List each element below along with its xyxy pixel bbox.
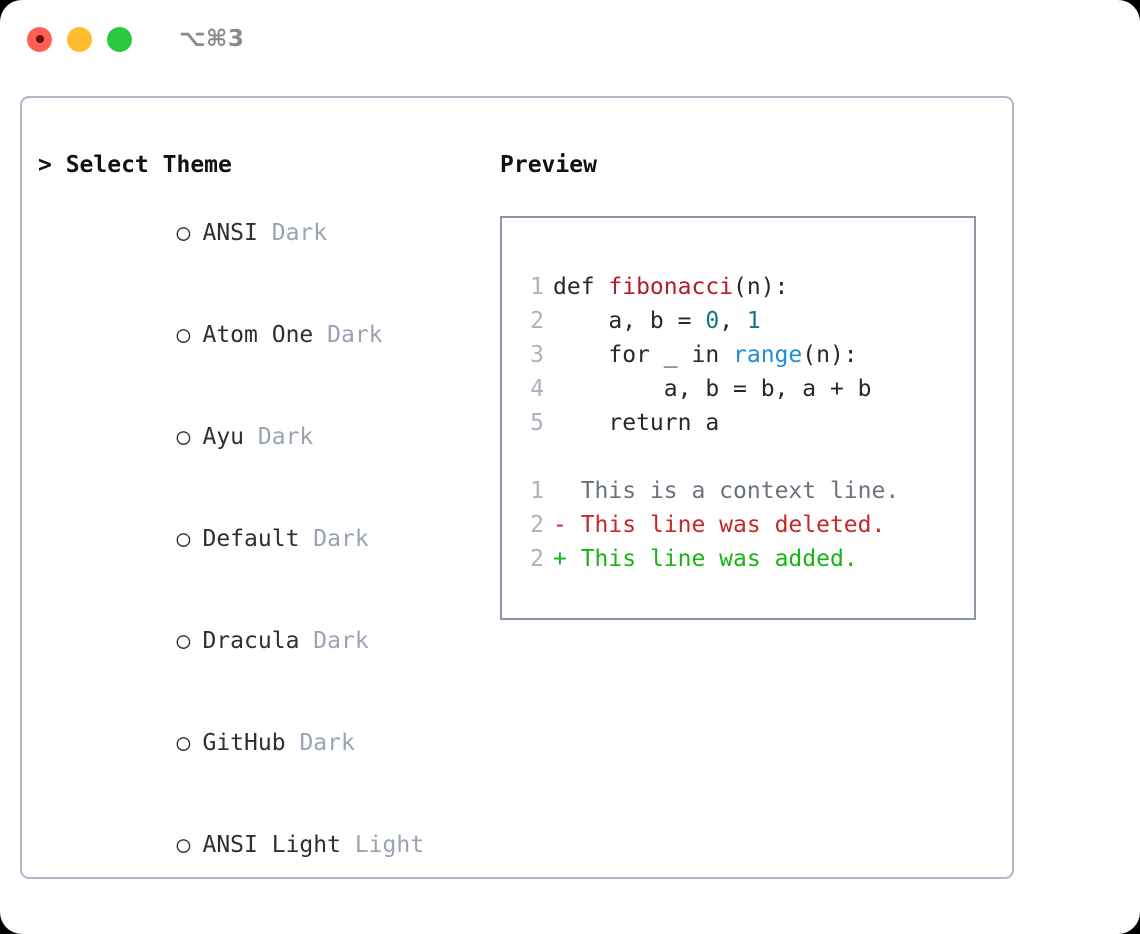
theme-list-item[interactable]: ○ ANSI Light Light <box>38 794 478 896</box>
diff-line-added: 2 + This line was added. <box>520 542 974 576</box>
line-number: 2 <box>530 512 544 538</box>
code-token: for _ in <box>553 342 734 368</box>
theme-tag: Light <box>354 832 425 858</box>
theme-list-item[interactable]: ○ Dracula Dark <box>38 590 478 692</box>
keyboard-shortcut-label: ⌥⌘3 <box>179 26 245 52</box>
diff-marker: + <box>553 546 581 572</box>
theme-tag: Dark <box>327 322 383 348</box>
line-number: 2 <box>530 308 544 334</box>
code-token: a, b = b, a + b <box>553 376 872 402</box>
diff-line-context: 1 This is a context line. <box>520 474 974 508</box>
code-token-number: 0 <box>705 308 720 334</box>
line-number: 5 <box>530 410 544 436</box>
close-button-icon[interactable] <box>27 26 52 52</box>
radio-icon: ○ <box>176 730 191 756</box>
line-number: 1 <box>530 478 544 504</box>
theme-list-item[interactable]: ○Ayu Light Light <box>38 896 478 934</box>
line-number: 3 <box>530 342 544 368</box>
code-token: def <box>553 274 609 300</box>
theme-list-item[interactable]: ○ GitHub Dark <box>38 692 478 794</box>
code-token-function: fibonacci <box>608 274 734 300</box>
code-token-builtin: range <box>733 342 803 368</box>
code-diff-gap <box>520 440 974 474</box>
theme-list-item[interactable]: ○ ANSI Dark <box>38 182 478 284</box>
code-token: , <box>719 308 747 334</box>
radio-icon: ○ <box>176 220 191 246</box>
theme-name: GitHub <box>202 730 286 756</box>
diff-marker: - <box>553 512 581 538</box>
radio-icon: ○ <box>176 526 191 552</box>
theme-name: Ayu <box>202 424 245 450</box>
theme-tag: Dark <box>257 424 314 450</box>
code-line: 2 a, b = 0, 1 <box>520 304 974 338</box>
theme-name: ANSI Light <box>202 832 341 858</box>
radio-icon: ○ <box>176 424 191 450</box>
theme-tag: Dark <box>313 526 369 552</box>
theme-picker-column: > Select Theme ○ ANSI Dark ○ Atom One Dark… <box>38 148 478 934</box>
diff-text: This line was deleted. <box>580 512 886 538</box>
code-line: 3 for _ in range(n): <box>520 338 974 372</box>
code-line: 4 a, b = b, a + b <box>520 372 974 406</box>
code-line: 1 def fibonacci(n): <box>520 270 974 304</box>
diff-line-deleted: 2- This line was deleted. <box>520 508 974 542</box>
theme-list: ○ ANSI Dark ○ Atom One Dark ○ Ayu Dark ○ Def… <box>38 182 478 934</box>
code-token: a, b = <box>553 308 706 334</box>
zoom-button-icon[interactable] <box>107 26 132 52</box>
line-number: 2 <box>530 546 544 572</box>
theme-list-item[interactable]: ○ Ayu Dark <box>38 386 478 488</box>
radio-icon: ○ <box>176 930 202 934</box>
diff-text: This is a context line. <box>580 478 900 504</box>
line-number: 1 <box>530 274 544 300</box>
theme-tag: Dark <box>299 730 355 756</box>
select-theme-heading: > Select Theme <box>38 152 232 178</box>
radio-icon: ○ <box>176 322 191 348</box>
title-bar: ⌥⌘3 <box>0 0 1140 78</box>
radio-icon: ○ <box>176 832 191 858</box>
diff-text: This line was added. <box>580 546 858 572</box>
theme-name: ANSI <box>202 220 258 246</box>
radio-icon: ○ <box>176 628 191 654</box>
line-number: 4 <box>530 376 544 402</box>
code-token: return a <box>553 410 720 436</box>
preview-heading: Preview <box>500 152 597 178</box>
theme-name: Dracula <box>202 628 300 654</box>
traffic-lights <box>27 26 132 52</box>
theme-tag: Dark <box>271 220 328 246</box>
theme-name: Default <box>202 526 300 552</box>
minimize-button-icon[interactable] <box>67 26 92 52</box>
theme-list-item[interactable]: ○ Default Dark <box>38 488 478 590</box>
diff-marker <box>553 478 581 504</box>
code-line: 5 return a <box>520 406 974 440</box>
theme-list-item[interactable]: ○ Atom One Dark <box>38 284 478 386</box>
code-token: (n): <box>802 342 858 368</box>
code-token-number: 1 <box>746 308 761 334</box>
main-panel: > Select Theme ○ ANSI Dark ○ Atom One Dark… <box>20 96 1014 879</box>
code-token: (n): <box>733 274 789 300</box>
theme-name: Atom One <box>202 322 314 348</box>
theme-tag: Dark <box>313 628 369 654</box>
